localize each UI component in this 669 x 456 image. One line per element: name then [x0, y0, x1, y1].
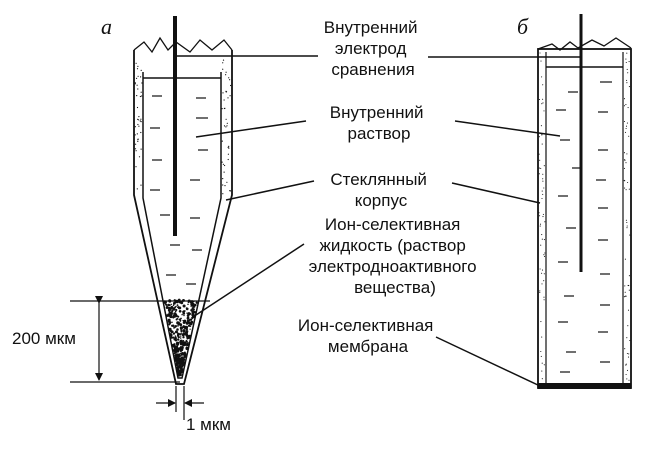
- ion-selective-liquid: [163, 298, 198, 377]
- label-solution-line-2: раствор: [348, 124, 411, 143]
- broken-top-edge: [133, 36, 233, 54]
- length-dimension: [70, 296, 210, 383]
- length-label: 200 мкм: [12, 329, 76, 348]
- label-solution-line-1: Внутренний: [330, 103, 424, 122]
- label-glass-body: Стеклянный корпус: [330, 170, 431, 210]
- membrane-electrode: [537, 14, 632, 389]
- micropipette-electrode: [133, 16, 233, 385]
- label-glass-body-line-1: Стеклянный: [330, 170, 427, 189]
- tip-dimension: [156, 386, 204, 420]
- label-liquid-line-1: Ион-селективная: [325, 215, 460, 234]
- label-glass-body-line-2: корпус: [355, 191, 408, 210]
- internal-solution-marks: [150, 95, 208, 285]
- label-membrane-line-2: мембрана: [328, 337, 409, 356]
- label-liquid-line-3: электродноактивного: [309, 257, 477, 276]
- label-liquid-line-2: жидкость (раствор: [319, 236, 465, 255]
- tip-label: 1 мкм: [186, 415, 231, 434]
- panel-label-a: а: [101, 14, 112, 39]
- label-liquid-line-4: вещества): [354, 278, 436, 297]
- leader-lines: [177, 55, 581, 387]
- leader-solution-a: [195, 120, 307, 138]
- glass-wall-stipple-b: [538, 52, 631, 381]
- leader-solution-b: [454, 120, 561, 137]
- glass-wall-inner: [142, 72, 222, 379]
- broken-top-edge-b: [537, 37, 632, 51]
- leader-body-a: [225, 180, 315, 201]
- internal-solution-marks-b: [556, 81, 612, 373]
- label-ref-electrode-line-3: сравнения: [331, 60, 414, 79]
- label-membrane: Ион-селективная мембрана: [298, 316, 438, 356]
- ion-selective-membrane: [538, 383, 631, 389]
- label-membrane-line-1: Ион-селективная: [298, 316, 433, 335]
- glass-body-b: [537, 48, 632, 389]
- label-solution: Внутренний раствор: [330, 103, 428, 143]
- label-ref-electrode: Внутренний электрод сравнения: [324, 18, 422, 79]
- label-ref-electrode-line-1: Внутренний: [324, 18, 418, 37]
- panel-label-b: б: [517, 14, 529, 39]
- glass-wall-stipple: [134, 59, 232, 195]
- leader-body-b: [451, 182, 541, 204]
- label-ref-electrode-line-2: электрод: [335, 39, 407, 58]
- leader-membrane: [435, 336, 541, 387]
- leader-liquid: [195, 243, 305, 316]
- glass-wall-outer: [133, 50, 233, 385]
- label-ion-selective-liquid: Ион-селективная жидкость (раствор электр…: [309, 215, 482, 297]
